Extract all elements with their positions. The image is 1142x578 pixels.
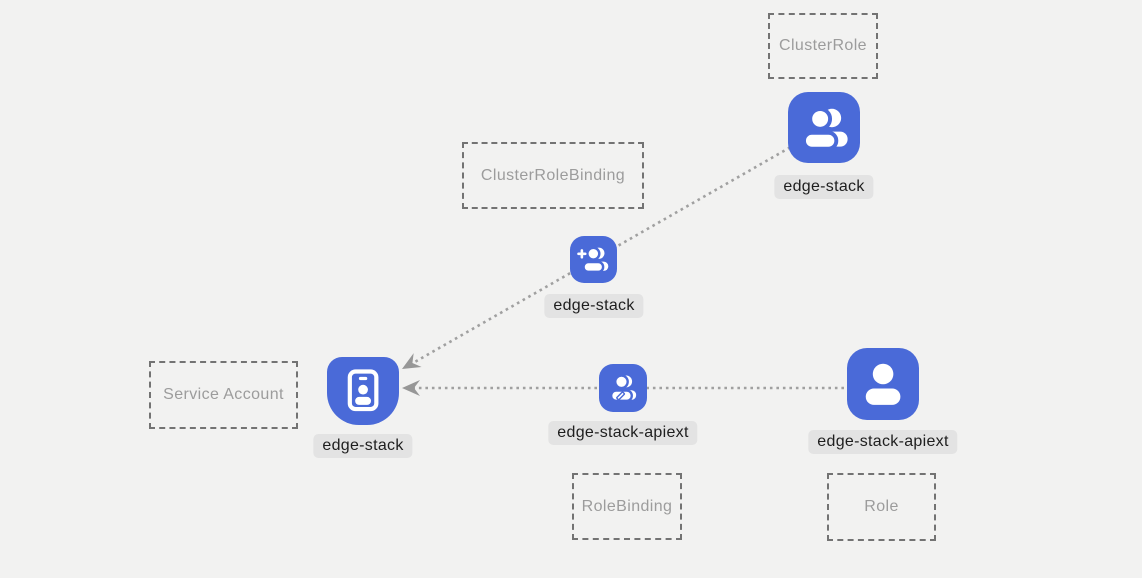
kind-box-label: ClusterRole (779, 37, 867, 54)
kind-box-service-account: Service Account (149, 361, 298, 429)
kind-box-label: RoleBinding (581, 497, 673, 515)
arrowhead-role-edge (402, 380, 420, 396)
kind-box-clusterrole: ClusterRole (768, 13, 878, 79)
edge-clusterrole-to-serviceaccount (412, 126, 825, 365)
kind-box-label: Service Account (163, 386, 284, 403)
node-label-chip: edge-stack (774, 175, 874, 199)
node-label-chip: edge-stack (313, 434, 413, 458)
node-clusterrole-edge-stack (788, 92, 860, 163)
kind-box-label: Role (864, 498, 899, 515)
kind-box-role: Role (827, 473, 936, 541)
kind-box-label: ClusterRoleBinding (480, 166, 626, 184)
node-label-chip: edge-stack-apiext (808, 430, 958, 454)
node-label: edge-stack-apiext (817, 433, 949, 450)
node-label: edge-stack (783, 178, 865, 195)
user-edit-icon (610, 374, 637, 403)
node-label-chip: edge-stack (544, 294, 644, 318)
node-label: edge-stack (553, 297, 635, 314)
kind-box-rolebinding: RoleBinding (572, 473, 682, 540)
node-clusterrolebinding-edge-stack (570, 236, 617, 283)
id-badge-icon (347, 369, 379, 412)
node-label: edge-stack (322, 437, 404, 454)
users-icon (801, 106, 848, 151)
node-rolebinding-edge-stack-apiext (599, 364, 647, 412)
arrowhead-clusterrole-edge (402, 353, 422, 369)
node-role-edge-stack-apiext (847, 348, 919, 420)
node-serviceaccount-edge-stack (327, 357, 399, 425)
node-label: edge-stack-apiext (557, 424, 689, 441)
user-plus-icon (577, 246, 609, 274)
user-icon (865, 363, 901, 405)
node-label-chip: edge-stack-apiext (548, 421, 698, 445)
kind-box-clusterrolebinding: ClusterRoleBinding (462, 142, 644, 209)
